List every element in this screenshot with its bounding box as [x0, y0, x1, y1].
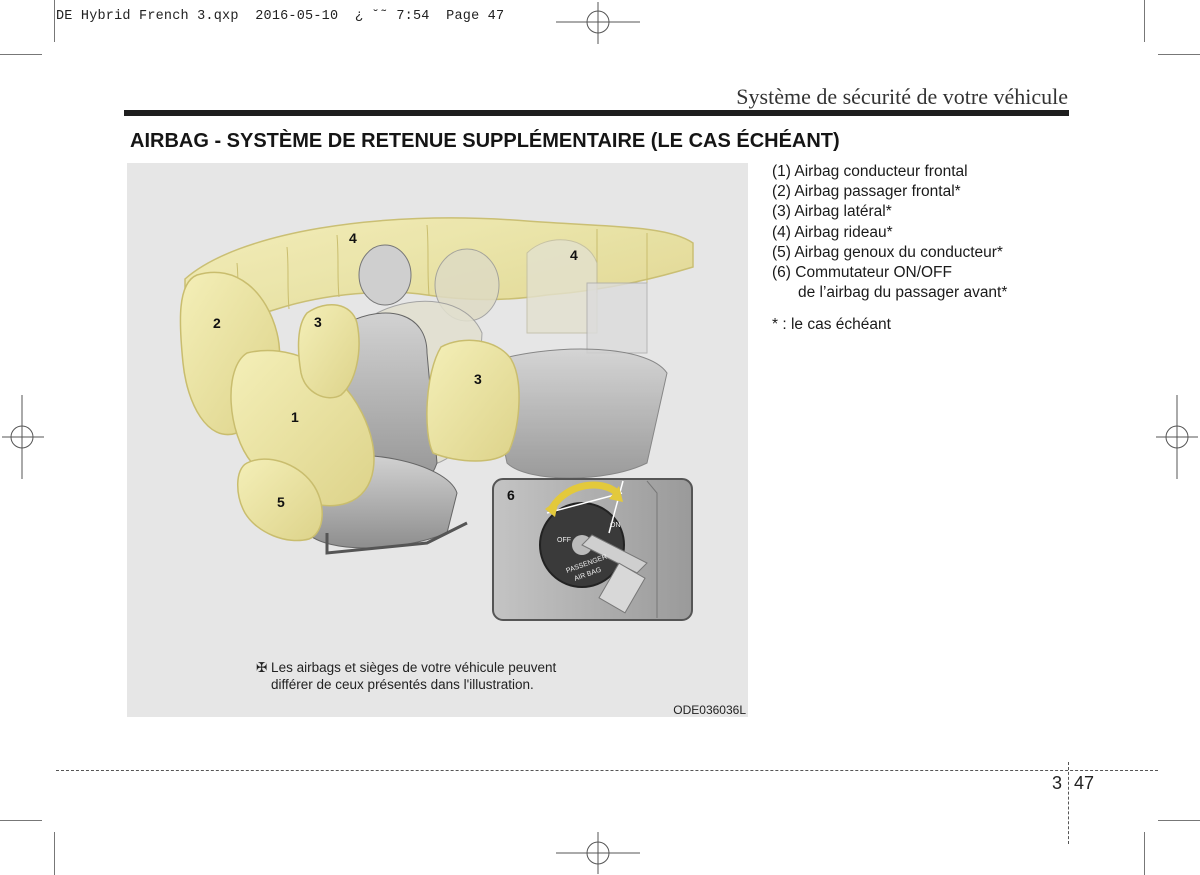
page-number: 47 [1074, 773, 1095, 793]
switch-label-on: ON [610, 522, 621, 529]
figure-caption: ✠ Les airbags et sièges de votre véhicul… [256, 659, 556, 693]
callout-2: 2 [213, 315, 221, 331]
airbag-illustration: 4 4 2 3 3 1 5 OFF ON PASSENGER A [127, 163, 748, 717]
legend-item-2: (2) Airbag passager frontal* [772, 183, 961, 201]
print-slug: DE Hybrid French 3.qxp 2016-05-10 ¿ ˘˜ 7… [56, 9, 505, 24]
footer-rule [56, 770, 1158, 771]
side-airbag-passenger-shape [426, 339, 520, 462]
legend-item-4: (4) Airbag rideau* [772, 223, 893, 241]
switch-label-off: OFF [557, 537, 571, 544]
running-header: Système de sécurité de votre véhicule [736, 84, 1068, 109]
legend-item-5: (5) Airbag genoux du conducteur* [772, 243, 1003, 261]
callout-5: 5 [277, 494, 285, 510]
switch-inset: OFF ON PASSENGER AIR BAG 6 [492, 478, 693, 621]
airbag-illustration-drawing: 4 4 2 3 3 1 5 OFF ON PASSENGER A [179, 217, 694, 621]
figure-code: ODE036036L [673, 703, 746, 717]
legend-item-6: (6) Commutateur ON/OFF [772, 264, 952, 282]
airbag-legend: (1) Airbag conducteur frontal (2) Airbag… [772, 162, 1072, 303]
chapter-number: 3 [1052, 773, 1063, 793]
side-airbag-driver-shape [297, 304, 360, 399]
callout-6: 6 [507, 487, 515, 503]
header-rule [124, 110, 1069, 116]
callout-1: 1 [291, 409, 299, 425]
callout-4-right: 4 [570, 247, 578, 263]
legend-item-1: (1) Airbag conducteur frontal [772, 163, 968, 180]
footer-divider [1068, 762, 1069, 844]
knee-airbag-shape [237, 458, 323, 542]
legend-item-6-continuation: de l’airbag du passager avant* [798, 284, 1008, 302]
callout-4-left: 4 [349, 230, 357, 246]
section-title: AIRBAG - SYSTÈME DE RETENUE SUPPLÉMENTAI… [130, 130, 840, 152]
caption-line-2: différer de ceux présentés dans l'illust… [271, 677, 534, 692]
callout-3-passenger: 3 [474, 371, 482, 387]
legend-item-3: (3) Airbag latéral* [772, 203, 892, 221]
callout-3-driver: 3 [314, 314, 322, 330]
legend-note: * : le cas échéant [772, 316, 891, 333]
caption-line-1: ✠ Les airbags et sièges de votre véhicul… [256, 660, 557, 675]
